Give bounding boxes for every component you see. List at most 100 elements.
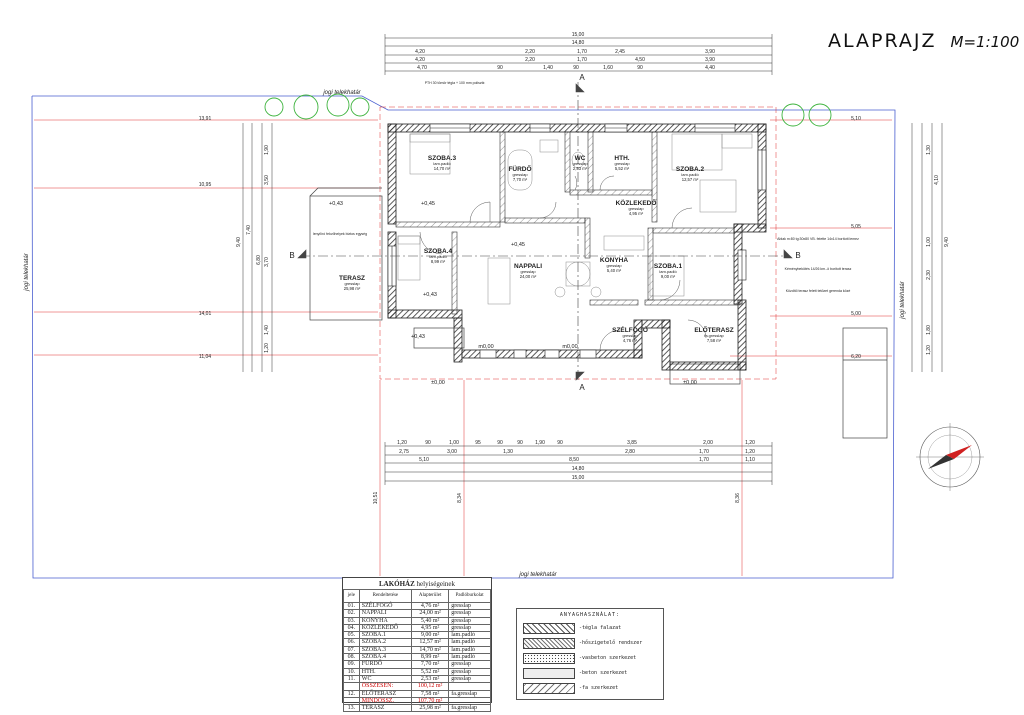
room-area: 4,95 m² (629, 211, 644, 216)
legend-item: -vasbeton szerkezet (521, 653, 659, 664)
schedule-row: ÖSSZESEN:100,12 m² (343, 682, 491, 691)
room-finish: gresslap (572, 161, 588, 166)
schedule-caption: LAKÓHÁZ helyiségeinek (378, 580, 456, 588)
schedule-cell: 06. (343, 638, 360, 647)
annotation-note: lenyílíró fekvőhelyek biztos egység (313, 232, 367, 236)
schedule-cell: fa.gresslap (448, 704, 491, 713)
dimension-text: 2,30 (926, 270, 932, 280)
room-name: TERASZ (339, 275, 365, 282)
legend-label: -vasbeton szerkezet (579, 655, 637, 661)
dimension-text: 1,00 (926, 237, 932, 247)
room-finish: gresslap (512, 172, 528, 177)
dimension-text: 90 (497, 65, 503, 71)
schedule-cell: gresslap (448, 667, 491, 676)
dimension-text: 7,40 (246, 225, 252, 235)
level-mark: +0,45 (421, 201, 435, 207)
room-finish: gresslap (614, 161, 630, 166)
dimension-text: 1,20 (926, 345, 932, 355)
dimension-text: 1,40 (543, 65, 553, 71)
level-mark: +0,43 (411, 334, 425, 340)
dimension-text: 3,90 (705, 57, 715, 63)
dimension-text: 1,70 (699, 449, 709, 455)
level-mark: +0,43 (423, 292, 437, 298)
level-mark: m0,00 (562, 344, 577, 350)
dimension-text: 8,34 (457, 493, 463, 503)
room-area: 5,52 m² (615, 166, 630, 171)
schedule-header: jele (343, 589, 360, 603)
level-mark: ±0,00 (431, 380, 445, 386)
schedule-cell: 05. (343, 631, 360, 640)
boundary-label: jogi telekhatár (518, 572, 557, 578)
room-name: ELŐTERASZ (694, 325, 733, 334)
schedule-cell: gresslap (448, 609, 491, 618)
legend-swatch (523, 683, 575, 694)
annotation-note: Közdítő terasz felett tetőzet gerenda kö… (786, 289, 851, 293)
dimension-text: 14,80 (572, 40, 585, 46)
room-area: 4,76 m² (623, 338, 638, 343)
legend-item: -beton szerkezet (521, 668, 659, 679)
room-name: KONYHA (600, 257, 628, 264)
room-finish: gresslap (520, 269, 536, 274)
dimension-text: 1,80 (926, 325, 932, 335)
dimension-text: 95 (475, 440, 481, 446)
dimension-text: 1,20 (745, 440, 755, 446)
schedule-cell: ELŐTERASZ (358, 689, 412, 698)
schedule-cell: fa.gresslap (448, 689, 491, 698)
legend-label: -beton szerkezet (579, 670, 628, 676)
schedule-cell: 01. (343, 601, 360, 611)
legend-swatch (523, 623, 575, 634)
schedule-cell: 9,00 m² (410, 631, 450, 640)
terrace-outline (309, 187, 888, 439)
dimension-text: 10,51 (373, 492, 379, 505)
room-name: SZOBA.1 (654, 263, 683, 270)
schedule-cell: TERASZ (358, 704, 412, 713)
legend-item: -tégla falazat (521, 623, 659, 634)
schedule-cell: ÖSSZESEN: (358, 682, 412, 691)
room-area: 14,70 m² (434, 166, 451, 171)
dimension-text: 2,80 (625, 449, 635, 455)
level-mark: +0,43 (329, 201, 343, 207)
room-finish: lam.padló (429, 254, 447, 259)
dimension-text: 3,70 (264, 257, 270, 267)
schedule-cell: gresslap (448, 616, 491, 625)
room-area: 7,58 m² (707, 338, 722, 343)
boundary-label: jogi telekhatár (24, 252, 30, 291)
dimension-text: 2,75 (399, 449, 409, 455)
room-area: 8,99 m² (431, 259, 446, 264)
schedule-cell: SZOBA.1 (358, 631, 412, 640)
section-markers (297, 82, 793, 381)
room-name: SZOBA.2 (676, 166, 705, 173)
schedule-cell: 02. (343, 609, 360, 618)
dimension-chains (242, 34, 943, 485)
scale-text: M=1:100 (950, 33, 1020, 51)
schedule-cell: 4,95 m² (410, 623, 450, 633)
section-letter: A (579, 73, 585, 82)
schedule-cell: 2,53 m² (410, 674, 450, 684)
dimension-text: 1,90 (264, 145, 270, 155)
schedule-cell: MINDÖSSZ. (358, 696, 412, 706)
north-arrow-icon (916, 423, 984, 491)
material-legend: ANYAGHASZNÁLAT: -tégla falazat-hőszigete… (516, 608, 664, 700)
schedule-cell: 03. (343, 616, 360, 625)
schedule-cell (448, 696, 491, 706)
dimension-text: 14,80 (572, 466, 585, 472)
dimension-text: 10,95 (199, 182, 212, 188)
schedule-cell: 14,70 m² (410, 645, 450, 655)
schedule-cell (343, 696, 360, 706)
schedule-cell: gresslap (448, 623, 491, 633)
dimension-text: 8,50 (569, 457, 579, 463)
dimension-text: 3,50 (264, 175, 270, 185)
level-mark: ±0,00 (683, 380, 697, 386)
schedule-cell: 09. (343, 660, 360, 669)
dimension-text: 1,70 (577, 49, 587, 55)
room-name: KÖZLEKEDŐ (616, 198, 657, 207)
dimension-text: 1,70 (577, 57, 587, 63)
schedule-cell: 5,40 m² (410, 616, 450, 625)
dimension-text: 6,20 (851, 354, 861, 360)
